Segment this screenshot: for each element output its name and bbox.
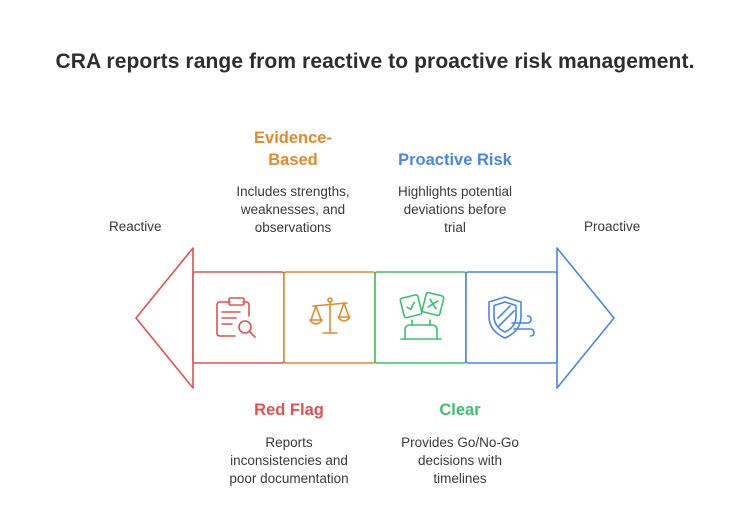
clipboard-search-icon xyxy=(216,297,256,338)
proactive-risk-title: Proactive Risk xyxy=(398,151,512,169)
proactive-risk-box xyxy=(465,271,558,364)
clear-box xyxy=(374,271,467,364)
clear-description: Provides Go/No-Go decisions with timelin… xyxy=(401,435,519,486)
go-no-go-cards-icon xyxy=(399,291,445,340)
shield-wind-icon xyxy=(488,296,535,339)
evidence-based-title: Evidence- Based xyxy=(254,129,332,169)
red-flag-box xyxy=(192,271,285,364)
red-flag-title: Red Flag xyxy=(254,401,324,419)
evidence-based-description: Includes strengths, weaknesses, and obse… xyxy=(236,184,350,235)
clear-title: Clear xyxy=(439,401,481,419)
proactive-risk-description: Highlights potential deviations before t… xyxy=(397,184,513,235)
proactive-label: Proactive xyxy=(584,219,641,234)
red-flag-description: Reports inconsistencies and poor documen… xyxy=(229,435,349,486)
left-arrowhead xyxy=(135,247,194,389)
reactive-label: Reactive xyxy=(109,219,162,234)
right-arrowhead xyxy=(556,247,615,389)
balance-scale-icon xyxy=(309,297,351,334)
page-title: CRA reports range from reactive to proac… xyxy=(55,50,695,73)
